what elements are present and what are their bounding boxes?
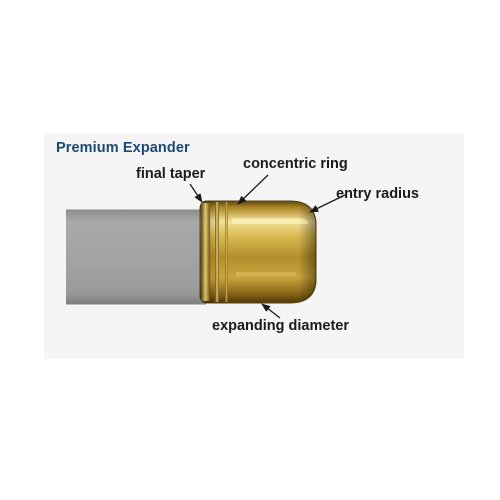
brass-expander bbox=[199, 200, 317, 304]
arrow-final-taper bbox=[189, 183, 203, 203]
label-final-taper: final taper bbox=[136, 166, 206, 182]
diagram-title: Premium Expander bbox=[56, 140, 190, 156]
arrow-concentric-ring bbox=[237, 174, 269, 205]
label-expanding-diameter: expanding diameter bbox=[212, 318, 349, 334]
arrow-entry-radius bbox=[309, 194, 346, 213]
pipe bbox=[66, 209, 206, 305]
label-entry-radius: entry radius bbox=[336, 186, 419, 202]
label-concentric-ring: concentric ring bbox=[243, 156, 348, 172]
arrow-expanding-diameter bbox=[261, 303, 281, 319]
